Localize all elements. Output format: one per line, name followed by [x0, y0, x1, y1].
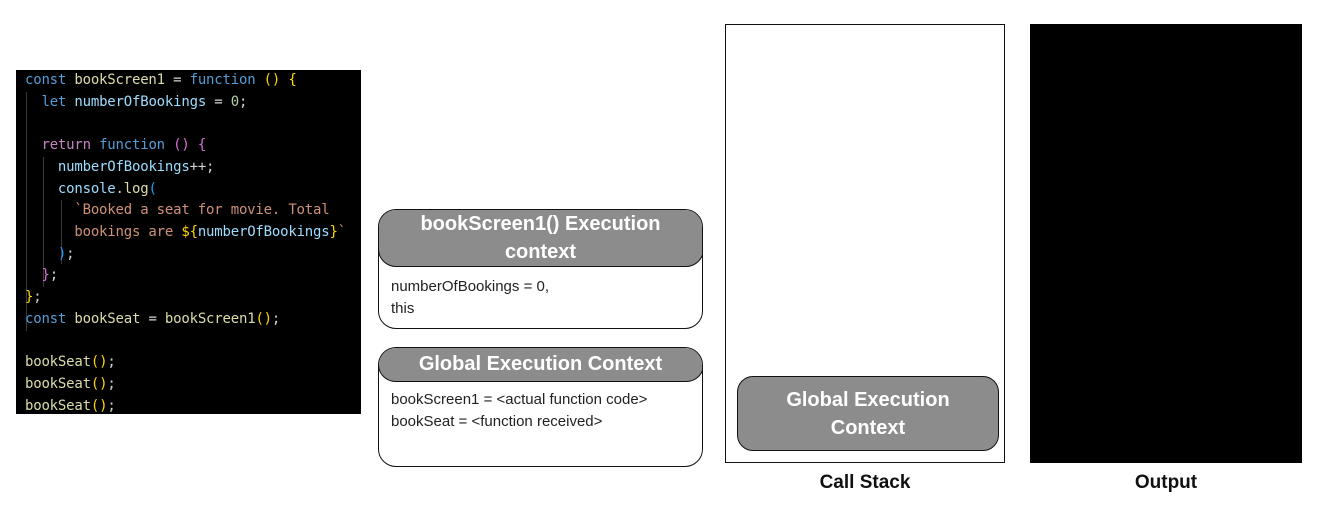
code-line-2: let numberOfBookings = 0; [41, 93, 248, 110]
code-line-14: bookSeat(); [25, 354, 116, 371]
global-execution-context: Global Execution Context bookScreen1 = <… [378, 347, 703, 467]
global-context-title: Global Execution Context [379, 348, 702, 382]
code-line-9: ); [57, 245, 75, 262]
code-line-6: console.log( [57, 180, 157, 197]
code-editor-panel: const bookScreen1 = function () { let nu… [16, 70, 361, 414]
call-stack-frame-global: Global Execution Context [737, 376, 999, 451]
code-line-8: bookings are ${numberOfBookings}` [74, 223, 346, 240]
bookscreen1-context-title: bookScreen1() Execution context [379, 210, 702, 267]
code-line-1: const bookScreen1 = function () { [25, 72, 297, 88]
output-label: Output [1134, 472, 1198, 493]
code-line-5: numberOfBookings++; [57, 158, 215, 175]
global-context-body: bookScreen1 = <actual function code> boo… [391, 389, 692, 433]
code-line-12: const bookSeat = bookScreen1(); [25, 310, 281, 327]
bookscreen1-execution-context: bookScreen1() Execution context numberOf… [378, 209, 703, 329]
indent-guide [26, 92, 27, 331]
indent-guide [43, 157, 44, 287]
code-line-7: `Booked a seat for movie. Total [74, 202, 330, 219]
code-line-11: }; [25, 289, 42, 305]
output-console-panel [1030, 24, 1302, 463]
code-line-15: bookSeat(); [25, 375, 116, 392]
context-entry: bookScreen1 = <actual function code> [391, 391, 648, 408]
code-line-16: bookSeat(); [25, 397, 116, 414]
code-line-10: }; [41, 267, 58, 284]
call-stack-label: Call Stack [819, 472, 911, 493]
bookscreen1-context-body: numberOfBookings = 0, this [391, 276, 692, 320]
indent-guide [61, 200, 62, 264]
context-entry: bookSeat = <function received> [391, 413, 603, 430]
call-stack-panel: Global Execution Context [725, 24, 1005, 463]
context-entry: numberOfBookings = 0, [391, 278, 550, 295]
code-line-4: return function () { [41, 137, 207, 154]
context-entry: this [391, 300, 415, 317]
